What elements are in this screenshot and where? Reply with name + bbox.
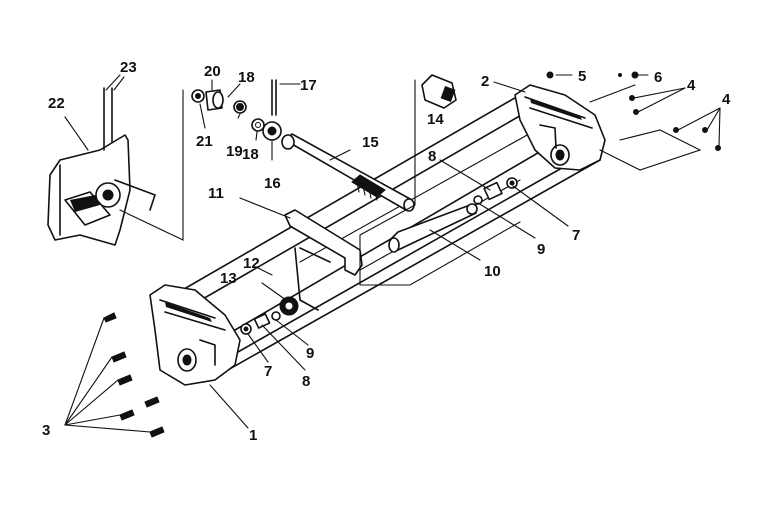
label-part-17: 17 xyxy=(300,77,317,94)
right-small-parts xyxy=(473,177,518,205)
label-part-19: 19 xyxy=(226,143,243,160)
label-part-8-left: 8 xyxy=(302,373,310,390)
label-part-15: 15 xyxy=(362,134,379,151)
label-part-13: 13 xyxy=(220,270,237,287)
label-part-12: 12 xyxy=(243,255,260,272)
top-small-parts xyxy=(191,79,282,141)
shaft-10 xyxy=(388,203,478,253)
shaft-15 xyxy=(281,133,415,212)
right-gearbox-housing xyxy=(514,84,606,171)
left-gearbox-housing xyxy=(149,284,241,386)
label-part-10: 10 xyxy=(484,263,501,280)
label-part-16: 16 xyxy=(264,175,281,192)
label-part-2: 2 xyxy=(481,73,489,90)
label-part-18-top: 18 xyxy=(238,69,255,86)
label-part-3: 3 xyxy=(42,422,50,439)
label-part-6: 6 xyxy=(654,69,662,86)
label-part-23: 23 xyxy=(120,59,137,76)
label-part-8-right: 8 xyxy=(428,148,436,165)
part-labels: 1 2 3 4 4 5 6 7 7 8 8 9 9 10 11 12 13 14… xyxy=(42,59,731,444)
label-part-11: 11 xyxy=(208,185,224,202)
label-part-18-bottom: 18 xyxy=(242,146,259,163)
leader-lines xyxy=(64,74,721,433)
center-bracket xyxy=(284,209,363,311)
label-part-7-right: 7 xyxy=(572,227,580,244)
label-part-22: 22 xyxy=(48,95,65,112)
label-part-7-left: 7 xyxy=(264,363,272,380)
cover-22 xyxy=(47,134,156,246)
left-small-parts xyxy=(240,296,299,335)
part-14-block xyxy=(421,74,457,109)
label-part-1: 1 xyxy=(249,427,257,444)
worm-gear xyxy=(351,174,386,201)
pins-23 xyxy=(103,87,113,151)
label-part-20: 20 xyxy=(204,63,221,80)
label-part-5: 5 xyxy=(578,68,586,85)
label-part-21: 21 xyxy=(196,133,213,150)
label-part-14: 14 xyxy=(427,111,444,128)
screws-3 xyxy=(103,312,165,438)
label-part-4-a: 4 xyxy=(687,77,696,94)
label-part-9-right: 9 xyxy=(537,241,545,258)
label-part-4-b: 4 xyxy=(722,91,731,108)
label-part-9-left: 9 xyxy=(306,345,314,362)
